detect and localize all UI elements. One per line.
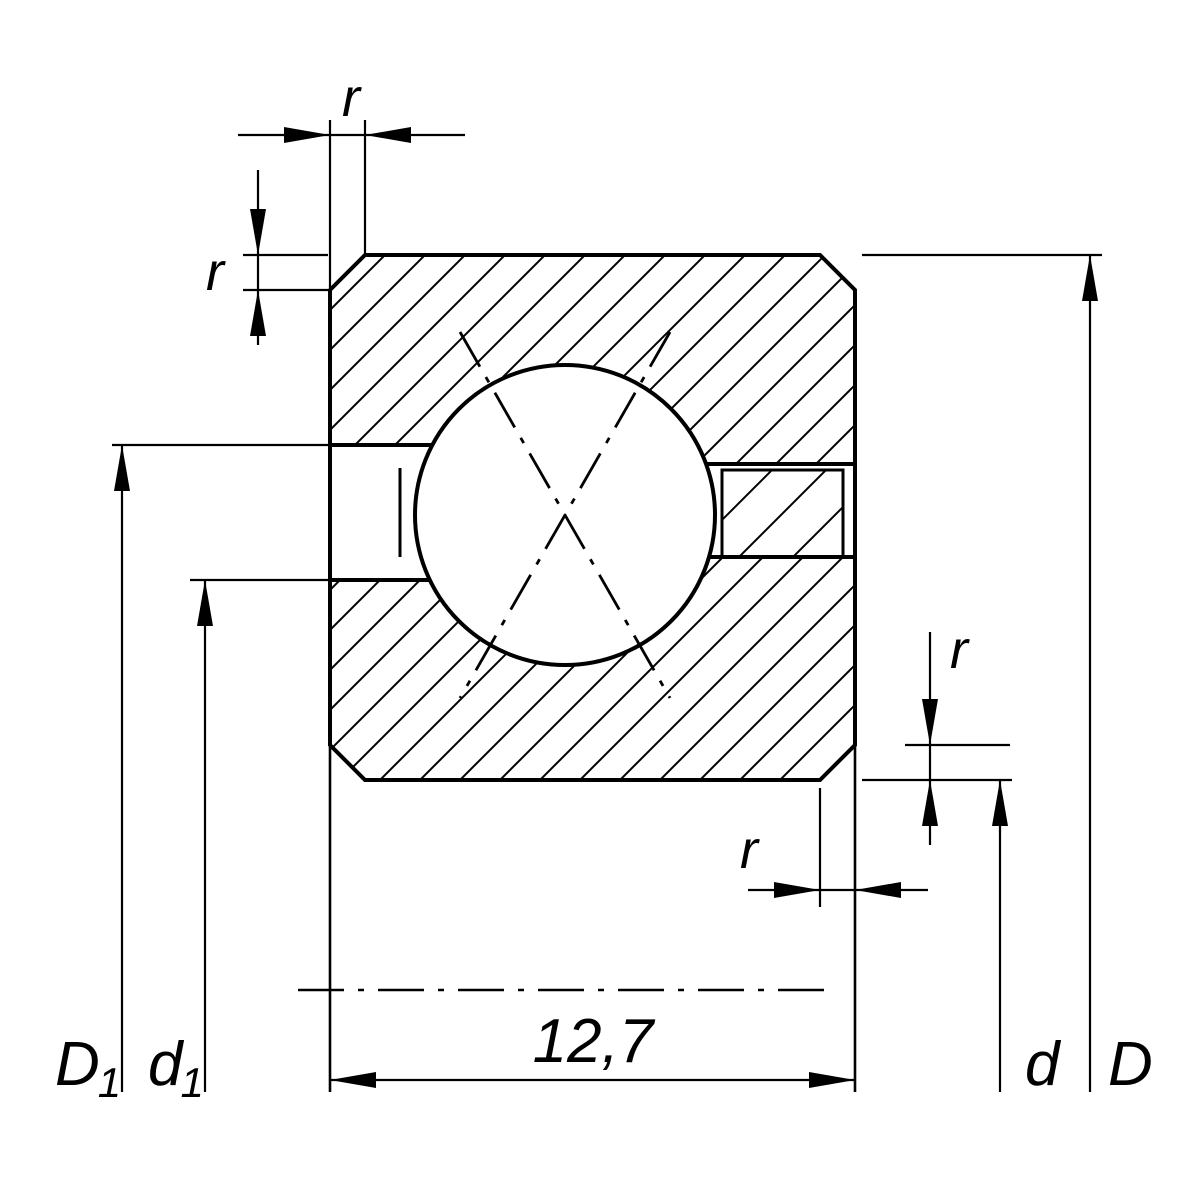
contact-angle-lines — [458, 331, 672, 699]
dimension-d1 — [190, 578, 328, 1092]
label-r-top: r — [342, 68, 362, 128]
arrowhead — [922, 780, 938, 826]
dimension-labels: r r r r 12,7 D1 d1 d D — [55, 68, 1153, 1106]
arrowhead — [250, 290, 266, 336]
label-r-bottom: r — [740, 820, 760, 880]
arrowhead — [365, 127, 411, 143]
dimension-d — [862, 778, 1012, 1092]
dimension-width — [328, 745, 857, 1092]
label-width-value: 12,7 — [533, 1007, 656, 1076]
dimension-D — [862, 253, 1102, 1092]
label-r-right: r — [950, 620, 970, 680]
dimension-r-right — [905, 632, 1010, 845]
arrowhead — [922, 699, 938, 745]
arrowhead — [197, 580, 213, 626]
contact-line-2 — [458, 331, 672, 699]
label-d1: d1 — [148, 1030, 204, 1106]
cage-bar-section — [720, 468, 845, 559]
label-D: D — [1108, 1030, 1153, 1099]
label-d1-base: d — [148, 1030, 185, 1099]
dimension-D1 — [112, 443, 328, 1092]
arrowhead — [774, 882, 820, 898]
arrowhead — [1082, 255, 1098, 301]
label-d: d — [1025, 1030, 1062, 1099]
dimension-r-bottom — [748, 788, 928, 907]
label-d1-sub: 1 — [180, 1059, 203, 1106]
label-D1-base: D — [55, 1030, 100, 1099]
label-r-left: r — [206, 242, 226, 302]
arrowhead — [992, 780, 1008, 826]
dimension-r-left — [243, 170, 328, 345]
arrowhead — [330, 1072, 376, 1088]
dimension-graphics — [112, 120, 1102, 1092]
arrowhead — [809, 1072, 855, 1088]
arrowhead — [855, 882, 901, 898]
label-D1: D1 — [55, 1030, 121, 1106]
arrowhead — [250, 209, 266, 255]
bearing-section — [328, 253, 857, 782]
arrowhead — [284, 127, 330, 143]
arrowhead — [114, 445, 130, 491]
dimension-r-top — [238, 120, 465, 288]
label-D1-sub: 1 — [98, 1059, 121, 1106]
